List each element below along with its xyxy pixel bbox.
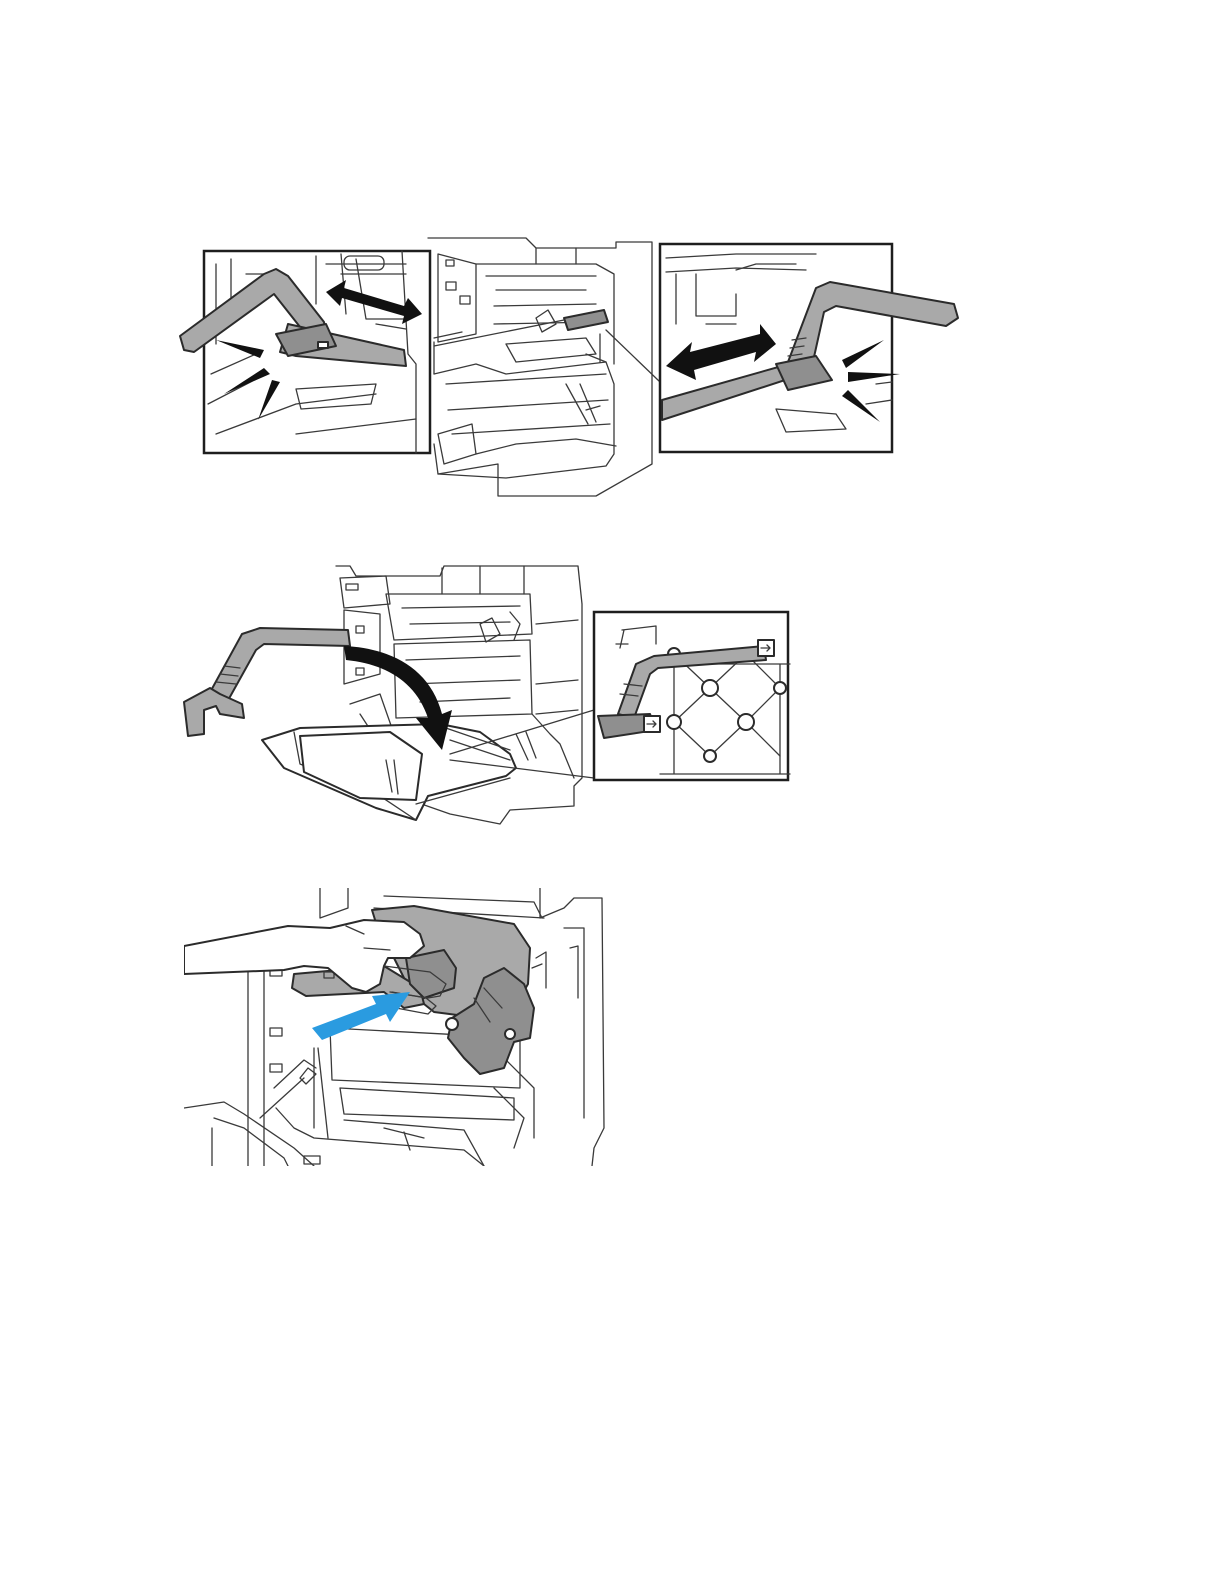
cleaning-rod [184,628,350,736]
right-inset [660,244,958,452]
front-door [262,724,516,820]
door-inset [594,612,790,780]
push-arrow-icon [312,992,410,1040]
figure-reinsert-drum [184,888,608,1166]
figure-store-cleaning-rod [180,564,792,826]
left-inset [180,251,430,453]
center-printer [428,238,660,496]
figure-unlock-cleaning-rod [176,234,966,504]
